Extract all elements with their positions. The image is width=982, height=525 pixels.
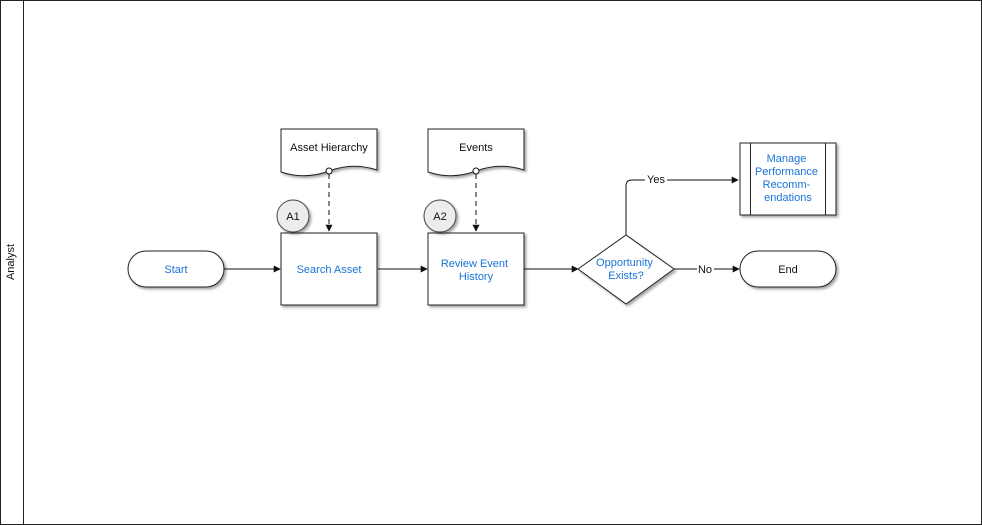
svg-text:Start: Start: [164, 264, 187, 276]
step-marker-a2: A2: [423, 199, 457, 233]
end-node[interactable]: End: [739, 250, 837, 288]
edge-decision-to-manage-yes: [625, 176, 739, 235]
edge-label-yes: Yes: [647, 174, 665, 186]
review-event-history-label-line-2: History: [459, 271, 494, 283]
svg-text:Opportunity Exists?: Opportunity Exists?: [596, 257, 656, 282]
events-connector-dot: [472, 167, 480, 175]
svg-text:Events: Events: [459, 142, 493, 154]
manage-label-line-3: Recomm-: [763, 179, 811, 191]
search-asset-node[interactable]: Search Asset: [280, 232, 378, 306]
svg-text:End: End: [778, 264, 798, 276]
svg-text:Asset Hierarchy: Asset Hierarchy: [290, 142, 368, 154]
svg-text:A2: A2: [433, 211, 446, 223]
svg-text:Manage Performance: Manage Performance Recomm- endations: [755, 153, 821, 204]
manage-performance-recommendations-node[interactable]: Manage Performance Recomm- endations: [739, 142, 837, 216]
manage-label-line-2: Performance: [755, 166, 818, 178]
asset-hierarchy-document[interactable]: Asset Hierarchy: [280, 128, 378, 177]
review-event-history-label-line-1: Review Event: [441, 258, 508, 270]
edge-label-no: No: [698, 264, 712, 276]
svg-text:Search Asset: Search Asset: [297, 264, 362, 276]
review-event-history-node[interactable]: Review Event History: [427, 232, 525, 306]
svg-text:A1: A1: [286, 211, 299, 223]
swimlane-label: Analyst: [5, 244, 17, 280]
asset-hierarchy-connector-dot: [325, 167, 333, 175]
manage-label-line-4: endations: [764, 192, 812, 204]
decision-label-line-1: Opportunity: [596, 257, 653, 269]
manage-label-line-1: Manage: [767, 153, 807, 165]
decision-label-line-2: Exists?: [608, 270, 643, 282]
events-document[interactable]: Events: [427, 128, 525, 177]
svg-text:Review Event History: Review Event History: [441, 258, 511, 283]
start-node[interactable]: Start: [127, 250, 225, 288]
opportunity-exists-decision[interactable]: Opportunity Exists?: [577, 234, 675, 305]
step-marker-a1: A1: [276, 199, 310, 233]
